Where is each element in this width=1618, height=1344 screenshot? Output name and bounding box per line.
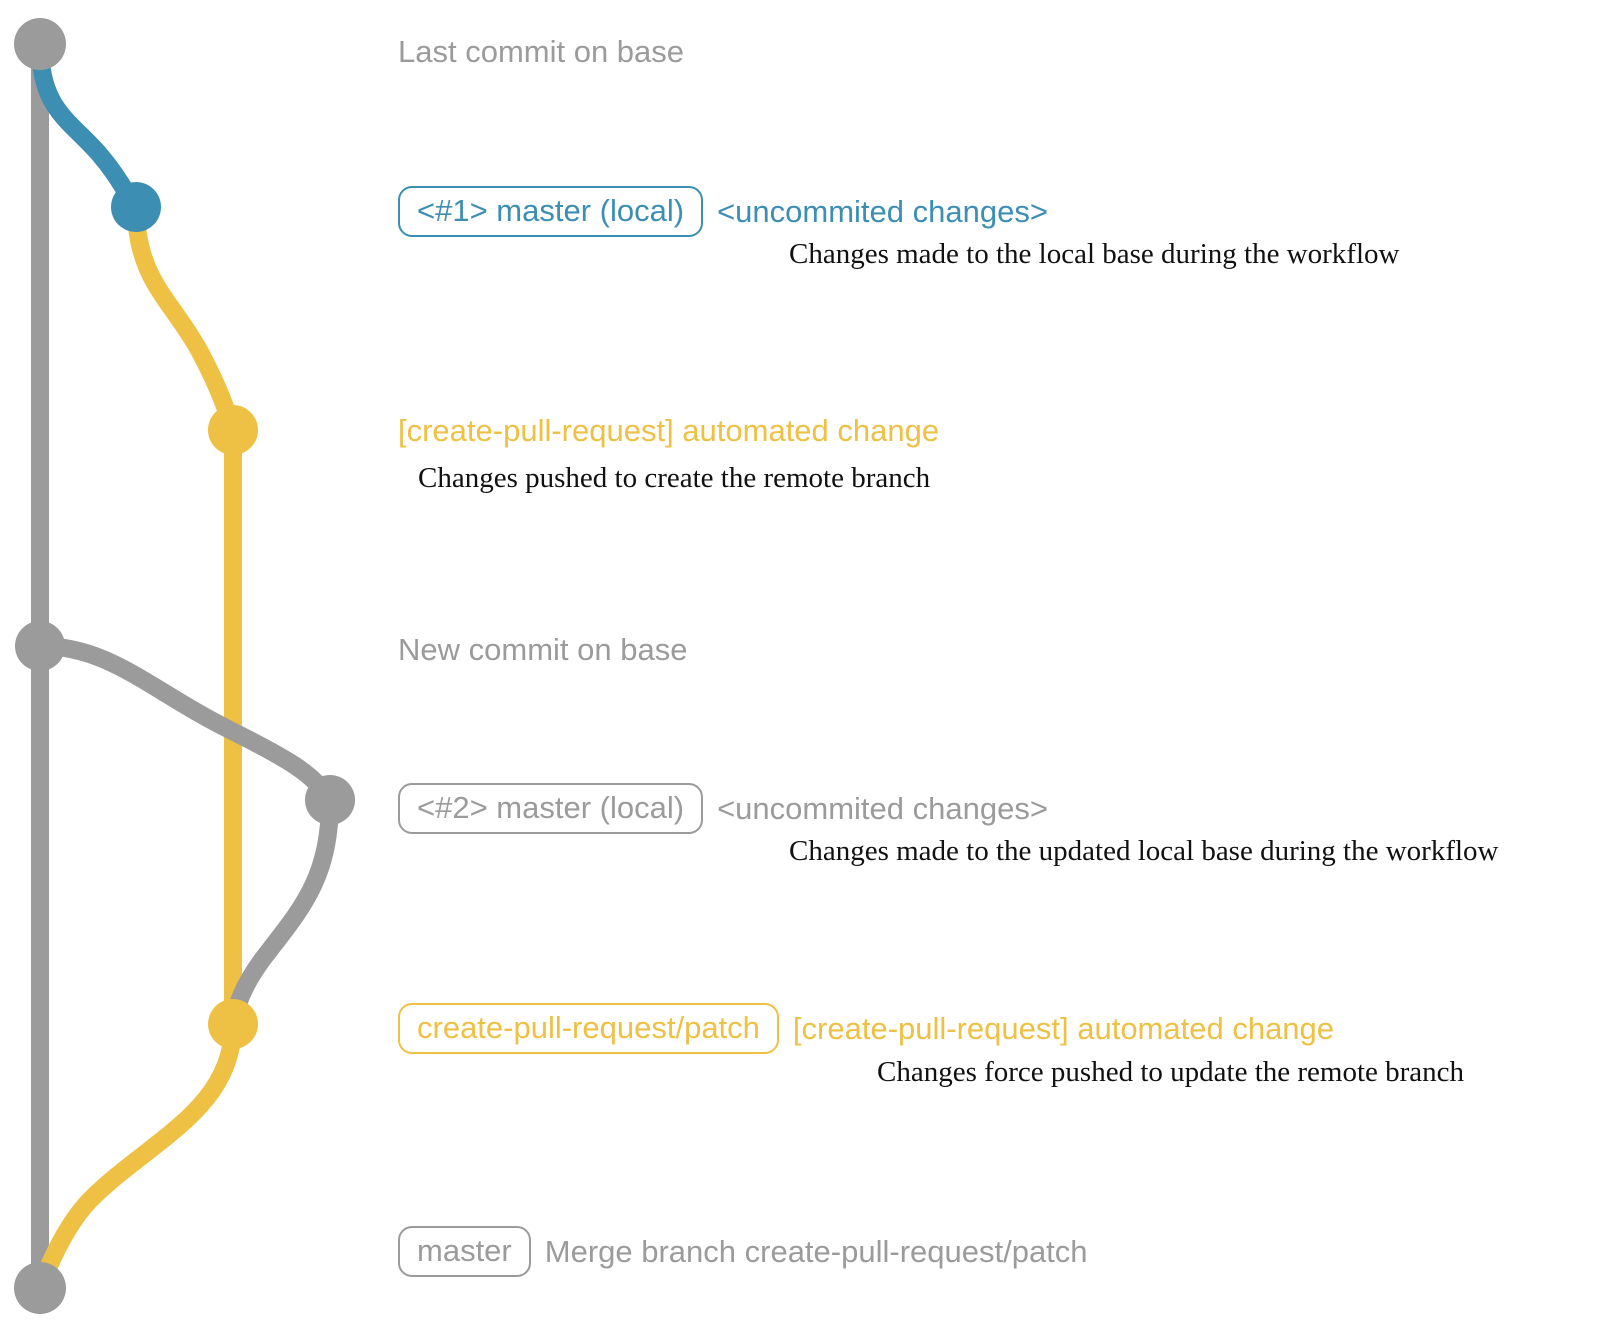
ref-badge-create-pull-request-patch[interactable]: create-pull-request/patch (398, 1003, 779, 1054)
commit-row-last-commit-on-base: Last commit on base (398, 36, 684, 67)
commit-subject-automated-change-2: [create-pull-request] automated change (792, 1011, 1335, 1046)
ref-badge-master[interactable]: master (398, 1226, 531, 1277)
commit-node-local-commit-1 (111, 182, 161, 232)
commit-note-automated-change-1: Changes pushed to create the remote bran… (418, 462, 931, 494)
commit-subject-local-uncommitted-1: <uncommited changes> (717, 194, 1048, 229)
commit-node-base-commit-2 (15, 621, 65, 671)
commit-node-base-head (14, 18, 66, 70)
edge-base-to-local1 (31, 35, 145, 216)
commit-subject-new-commit-on-base: New commit on base (398, 632, 688, 667)
commit-row-automated-change-2: create-pull-request/patch [create-pull-r… (398, 1003, 1334, 1054)
commit-subject-merge-commit: Merge branch create-pull-request/patch (544, 1234, 1088, 1269)
commit-note-local-uncommitted-2: Changes made to the updated local base d… (789, 835, 1499, 867)
commit-row-local-uncommitted-2: <#2> master (local) <uncommited changes> (398, 783, 1048, 834)
commit-row-automated-change-1: [create-pull-request] automated change (398, 415, 939, 446)
edge-local1-to-patch1 (127, 198, 242, 439)
edge-patch2-to-merge (31, 1015, 242, 1297)
ref-line-merge-commit: master Merge branch create-pull-request/… (398, 1226, 1088, 1277)
ref-line-local-uncommitted-1: <#1> master (local) <uncommited changes> (398, 186, 1048, 237)
ref-line-local-uncommitted-2: <#2> master (local) <uncommited changes> (398, 783, 1048, 834)
ref-badge-master-local-1[interactable]: <#1> master (local) (398, 186, 704, 237)
ref-line-automated-change-2: create-pull-request/patch [create-pull-r… (398, 1003, 1334, 1054)
commit-row-new-commit-on-base: New commit on base (398, 634, 687, 665)
commit-node-patch-commit-1 (208, 405, 258, 455)
commit-subject-automated-change-1: [create-pull-request] automated change (398, 413, 940, 448)
ref-badge-master-local-2[interactable]: <#2> master (local) (398, 783, 704, 834)
commit-node-patch-commit-2 (208, 999, 258, 1049)
commit-note-automated-change-2: Changes force pushed to update the remot… (877, 1056, 1465, 1088)
commit-row-merge-commit: master Merge branch create-pull-request/… (398, 1226, 1088, 1277)
edge-local2-to-patch2 (224, 791, 339, 1033)
commit-row-local-uncommitted-1: <#1> master (local) <uncommited changes> (398, 186, 1048, 237)
edge-base2-to-local2 (31, 637, 339, 809)
commit-note-local-uncommitted-1: Changes made to the local base during th… (789, 238, 1400, 270)
commit-node-merge-commit (14, 1262, 66, 1314)
commit-subject-last-commit-on-base: Last commit on base (398, 34, 685, 69)
commit-subject-local-uncommitted-2: <uncommited changes> (717, 791, 1048, 826)
commit-node-local-commit-2 (305, 775, 355, 825)
